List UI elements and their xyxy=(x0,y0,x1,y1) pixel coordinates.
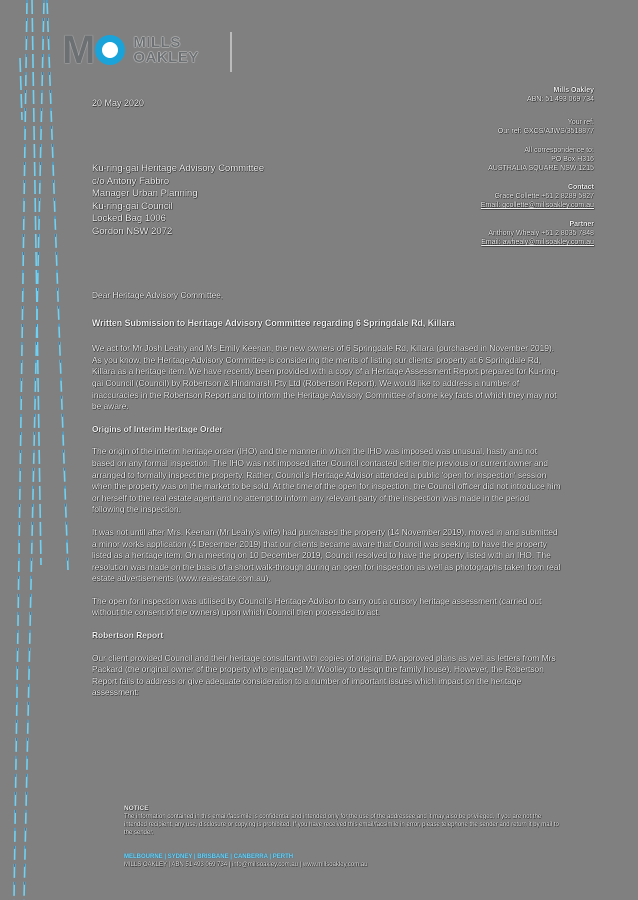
paragraph-origins-1: The origin of the interim heritage order… xyxy=(92,446,561,515)
recipient-line: Locked Bag 1006 xyxy=(92,213,166,225)
paragraph-origins-2: It was not until after Mrs. Keenan (Mr L… xyxy=(92,526,561,584)
recipient-line: Gordon NSW 2072 xyxy=(92,225,173,237)
recipient-address: Ku-ring-gai Heritage Advisory Committee … xyxy=(92,163,264,239)
logo-wordmark: MILLS OAKLEY xyxy=(133,35,199,65)
decorative-lines xyxy=(13,0,69,900)
firm-name: Mills Oakley xyxy=(553,87,594,94)
heading-origins: Origins of Interim Heritage Order xyxy=(92,423,223,434)
letter-body: Dear Heritage Advisory Committee, Writte… xyxy=(92,290,562,710)
notice-heading: NOTICE xyxy=(124,805,149,812)
contact-line: Grace Collette +61 2 8289 5827 xyxy=(494,193,594,200)
paragraph-intro: We act for Mr Josh Leahy and Ms Emily Ke… xyxy=(92,343,559,412)
paragraph-robertson-1: Our client provided Council and their he… xyxy=(92,652,556,698)
logo-line-2: OAKLEY xyxy=(133,49,199,66)
letter-date: 20 May 2020 xyxy=(92,98,145,108)
contact-label: Contact xyxy=(567,184,594,191)
recipient-line: Ku-ring-gai Heritage Advisory Committee xyxy=(92,163,265,174)
logo-divider xyxy=(230,32,232,72)
footer-info: MILLS OAKLEY | ABN 51 493 069 734 | info… xyxy=(124,862,368,868)
contact-email-link[interactable]: Email: gcollette@millsoakley.com.au xyxy=(480,202,594,209)
paragraph-origins-3: The open for inspection was utilised by … xyxy=(92,595,542,618)
heading-robertson-report: Robertson Report xyxy=(92,630,164,641)
logo-mark-o-icon xyxy=(95,35,126,65)
recipient-line: Manager Urban Planning xyxy=(92,188,198,200)
recipient-line: c/o Antony Fabbro xyxy=(92,175,170,187)
your-ref: Your ref: xyxy=(567,119,594,126)
confidentiality-notice: NOTICE The information contained in this… xyxy=(124,805,564,837)
partner-label: Partner xyxy=(569,221,594,228)
po-box: PO Box H316 xyxy=(551,156,594,163)
po-box-address: AUSTRALIA SQUARE NSW 1215 xyxy=(488,165,594,172)
mills-oakley-logo: M MILLS OAKLEY xyxy=(62,30,199,70)
abn: ABN: 51 493 069 734 xyxy=(527,96,594,103)
partner-line: Anthony Whealy +61 2 8035 7848 xyxy=(488,230,594,237)
salutation: Dear Heritage Advisory Committee, xyxy=(92,290,224,300)
footer-cities: MELBOURNE | SYDNEY | BRISBANE | CANBERRA… xyxy=(124,854,294,860)
sender-details: Mills Oakley ABN: 51 493 069 734 Your re… xyxy=(414,86,594,257)
our-ref: Our ref: GXCS/AJWS/3518877 xyxy=(497,128,594,135)
logo-line-1: MILLS xyxy=(133,34,181,51)
subject-line: Written Submission to Heritage Advisory … xyxy=(92,317,455,328)
recipient-line: Ku-ring-gai Council xyxy=(92,200,173,212)
footer: MELBOURNE | SYDNEY | BRISBANE | CANBERRA… xyxy=(124,853,368,869)
notice-text: The information contained in this email/… xyxy=(124,814,559,836)
logo-mark-m: M xyxy=(62,28,95,72)
partner-email-link[interactable]: Email: awhealy@millsoakley.com.au xyxy=(481,239,594,246)
correspondence-label: All correspondence to: xyxy=(524,147,594,154)
